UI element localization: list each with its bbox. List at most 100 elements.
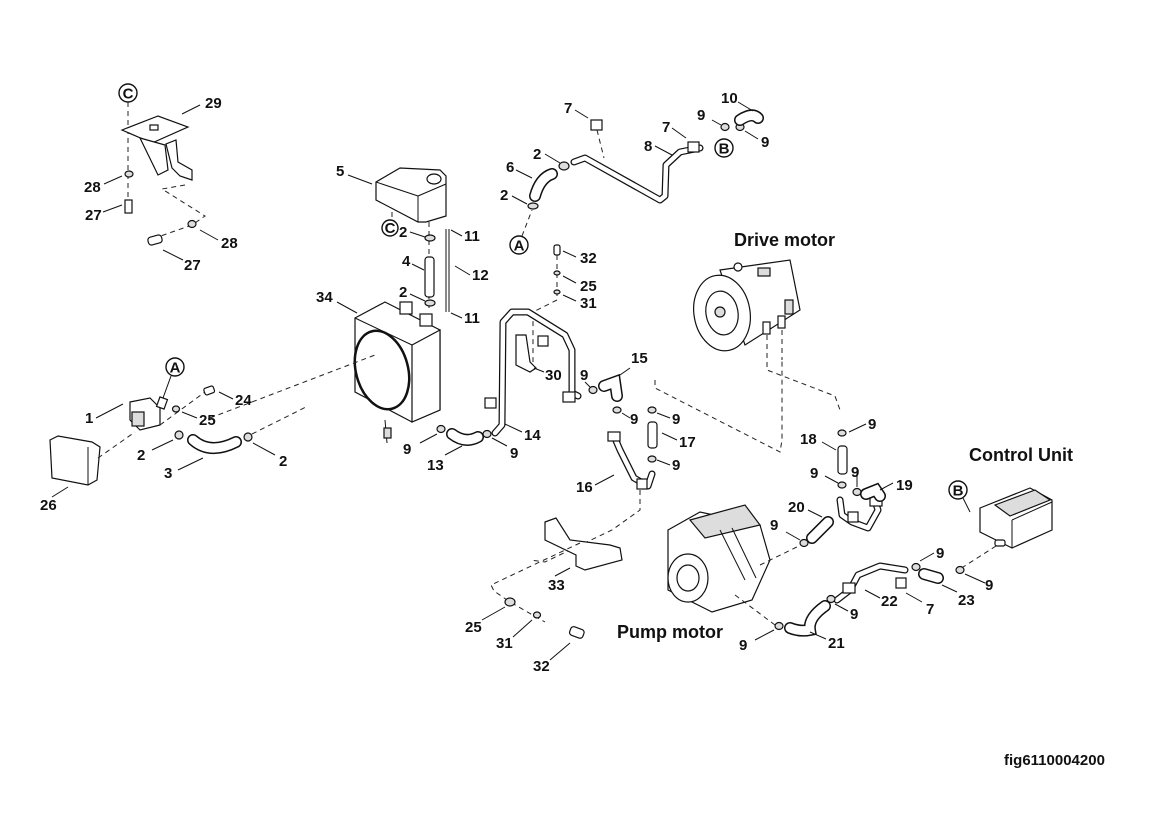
hose-19-end-inner bbox=[861, 484, 885, 501]
pump-motor-title: Pump motor bbox=[617, 622, 723, 642]
leader-line bbox=[654, 145, 673, 156]
callout-9: 9 bbox=[810, 465, 818, 482]
upper-pipe-assembly: A 2 6 2 7 7 8 B 9 9 10 bbox=[500, 90, 769, 255]
leader-line bbox=[594, 474, 615, 486]
callout-33: 33 bbox=[548, 577, 565, 594]
leader-line bbox=[336, 301, 358, 314]
assembly-line bbox=[154, 184, 206, 239]
leader-line bbox=[584, 381, 591, 388]
callout-9: 9 bbox=[868, 416, 876, 433]
callout-31: 31 bbox=[580, 295, 597, 312]
pipe-16-bracket bbox=[636, 478, 648, 490]
clip-7 bbox=[687, 141, 700, 153]
leader-line bbox=[661, 432, 678, 441]
callout-2: 2 bbox=[533, 146, 541, 163]
leader-line bbox=[562, 275, 577, 284]
ref-marker-a bbox=[509, 235, 529, 255]
ref-marker-c-label: C bbox=[123, 86, 134, 103]
leader-line bbox=[347, 174, 373, 185]
leader-line bbox=[450, 229, 463, 237]
hose-18-assembly: 9 18 9 9 19 20 9 bbox=[770, 416, 913, 548]
clamp-9 bbox=[837, 429, 847, 437]
assembly-line bbox=[209, 354, 376, 419]
hose-15-inner bbox=[599, 375, 622, 401]
assembly-line bbox=[529, 490, 641, 563]
hose-6-inner bbox=[530, 169, 557, 201]
leader-line bbox=[95, 403, 124, 419]
callout-28: 28 bbox=[84, 179, 101, 196]
callout-7: 7 bbox=[564, 100, 572, 117]
leader-line bbox=[51, 486, 69, 498]
bolt-27 bbox=[124, 199, 133, 214]
callout-9: 9 bbox=[851, 464, 859, 481]
callout-12: 12 bbox=[472, 267, 489, 284]
leader-line bbox=[218, 391, 234, 400]
leader-line bbox=[711, 119, 722, 126]
hose-4 bbox=[424, 256, 435, 298]
leader-line bbox=[562, 250, 577, 258]
callout-2: 2 bbox=[399, 284, 407, 301]
leader-line bbox=[181, 104, 201, 115]
clamp-9 bbox=[482, 429, 492, 439]
callout-11: 11 bbox=[464, 228, 480, 245]
leader-line bbox=[512, 619, 533, 638]
clamp-9 bbox=[826, 594, 836, 604]
callout-9: 9 bbox=[672, 457, 680, 474]
callout-9: 9 bbox=[936, 545, 944, 562]
hose-21-inner bbox=[785, 601, 830, 636]
leader-line bbox=[905, 592, 923, 603]
callout-2: 2 bbox=[399, 224, 407, 241]
callout-18: 18 bbox=[800, 431, 817, 448]
control-unit-top bbox=[993, 489, 1052, 517]
pipe-19-bracket bbox=[847, 511, 859, 523]
leader-line bbox=[941, 584, 958, 593]
radiator-side bbox=[411, 328, 441, 423]
leader-line bbox=[481, 606, 506, 621]
callout-9: 9 bbox=[672, 411, 680, 428]
leader-line bbox=[864, 589, 881, 599]
bracket-hole bbox=[149, 124, 159, 131]
hose-13-assembly: 9 13 9 bbox=[403, 424, 518, 474]
drive-motor-terminal bbox=[784, 299, 794, 315]
callout-4: 4 bbox=[402, 253, 411, 270]
callout-7: 7 bbox=[662, 119, 670, 136]
bolt-27 bbox=[147, 234, 163, 246]
callout-27: 27 bbox=[184, 257, 201, 274]
pipe-16-inner bbox=[611, 433, 655, 489]
pipe-14 bbox=[491, 308, 582, 437]
tank-cap bbox=[426, 173, 442, 185]
callout-9: 9 bbox=[770, 517, 778, 534]
callout-3: 3 bbox=[164, 465, 172, 482]
assembly-line bbox=[766, 335, 841, 411]
callout-9: 9 bbox=[697, 107, 705, 124]
clamp-9 bbox=[436, 424, 446, 434]
callout-28: 28 bbox=[221, 235, 238, 252]
drive-motor-terminal bbox=[757, 267, 771, 277]
callout-2: 2 bbox=[279, 453, 287, 470]
clamp-9 bbox=[955, 565, 965, 575]
callout-5: 5 bbox=[336, 163, 344, 180]
bracket-33 bbox=[544, 517, 623, 571]
water-pump-outlet bbox=[155, 396, 169, 410]
leader-line bbox=[444, 445, 463, 456]
callout-17: 17 bbox=[679, 434, 696, 451]
callout-9: 9 bbox=[510, 445, 518, 462]
callout-6: 6 bbox=[506, 159, 514, 176]
callout-9: 9 bbox=[761, 134, 769, 151]
callout-23: 23 bbox=[958, 592, 975, 609]
washer-25 bbox=[504, 597, 516, 607]
pump-motor-cable bbox=[731, 527, 757, 579]
callout-9: 9 bbox=[403, 441, 411, 458]
leader-line bbox=[177, 457, 204, 471]
callout-9: 9 bbox=[630, 411, 638, 428]
callout-2: 2 bbox=[137, 447, 145, 464]
leader-line bbox=[252, 442, 276, 456]
leader-line bbox=[103, 175, 123, 185]
leader-line bbox=[671, 127, 687, 139]
clip bbox=[537, 335, 549, 347]
callout-31: 31 bbox=[496, 635, 513, 652]
clamp-9 bbox=[720, 122, 730, 132]
leader-line bbox=[574, 109, 589, 119]
ref-marker-b-label: B bbox=[953, 483, 964, 500]
clamp-9 bbox=[647, 455, 657, 463]
